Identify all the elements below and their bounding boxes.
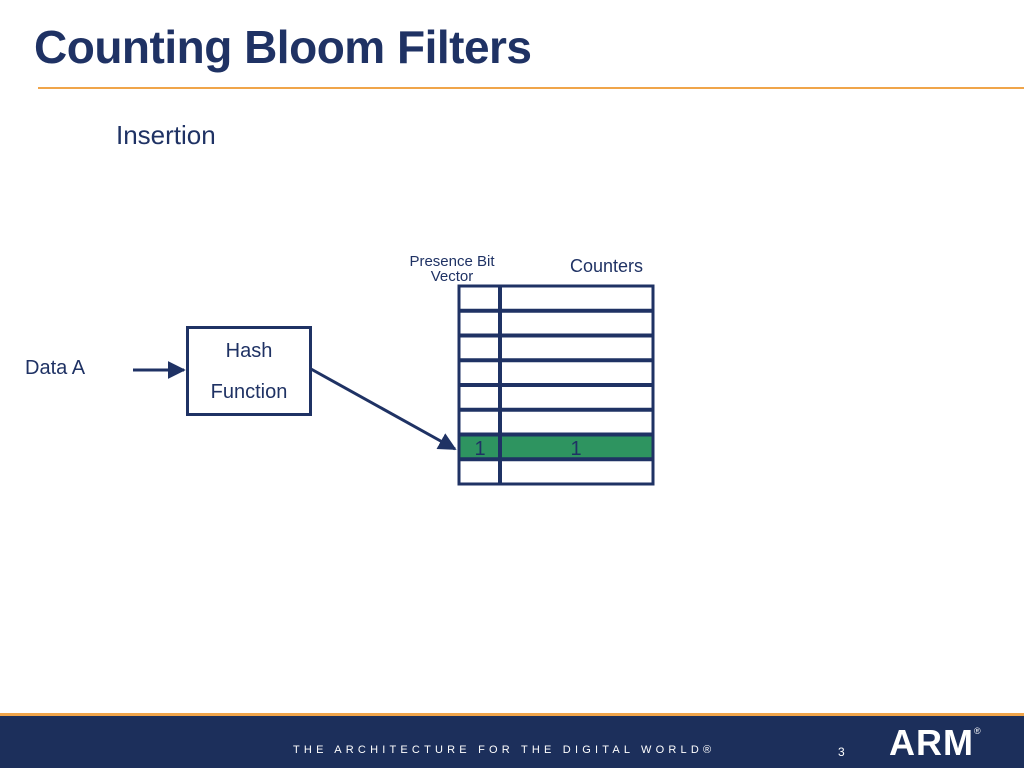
counter-value: 1 [570, 438, 582, 460]
arm-logo-text: ARM [889, 722, 974, 763]
slide-subtitle: Insertion [116, 120, 216, 150]
counters-label: Counters [570, 256, 644, 276]
slide-title: Counting Bloom Filters [34, 21, 532, 73]
page-number: 3 [838, 745, 845, 759]
title-divider [38, 87, 1024, 89]
hash-label-line2: Function [210, 381, 288, 403]
data-a-label: Data A [25, 357, 86, 379]
arm-logo: ARM® [889, 722, 982, 764]
hash-function-box: Hash Function [186, 326, 312, 416]
presence-bit-vector-label: Presence Bit Vector [409, 253, 495, 285]
registered-mark: ® [973, 726, 982, 736]
presence-bit-value: 1 [474, 438, 486, 460]
hash-label-line1: Hash [225, 340, 273, 362]
footer-divider [0, 713, 1024, 716]
highlighted-row [460, 436, 652, 458]
footer-tagline: THE ARCHITECTURE FOR THE DIGITAL WORLD® [293, 744, 716, 756]
hash-output-arrow [310, 367, 457, 451]
filter-table [457, 284, 655, 486]
footer-bar [0, 716, 1024, 768]
